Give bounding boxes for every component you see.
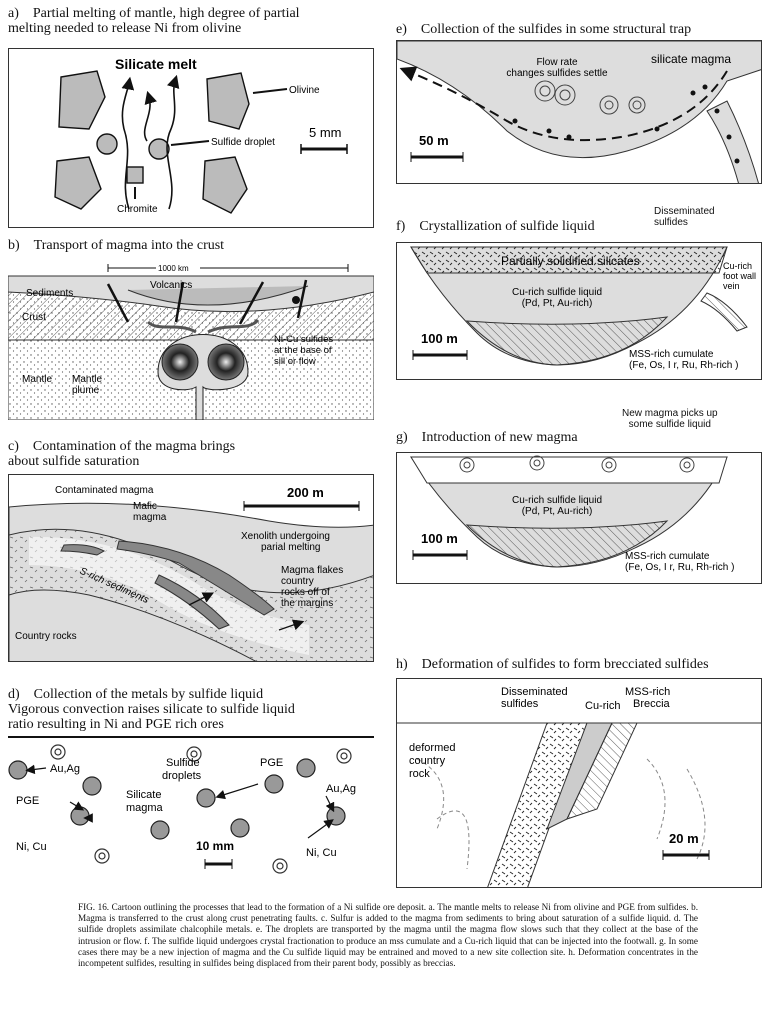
sulfide-droplet bbox=[230, 818, 250, 838]
panel-b-title: b) Transport of magma into the crust bbox=[8, 238, 225, 253]
panel-a-title: a) Partial melting of mantle, high degre… bbox=[8, 6, 300, 36]
olivine-crystal bbox=[54, 156, 102, 210]
sulfide-droplet bbox=[148, 138, 170, 160]
label-volcanics: Volcanics bbox=[150, 280, 192, 291]
label-sediments: Sediments bbox=[26, 288, 73, 299]
panel-c-title: c) Contamination of the magma brings abo… bbox=[8, 439, 236, 469]
panel-d-title: d) Collection of the metals by sulfide l… bbox=[8, 687, 295, 732]
label-scale-g: 100 m bbox=[421, 531, 458, 546]
panel-a-diagram: Silicate melt Olivine Sulfide droplet Ch… bbox=[54, 56, 348, 215]
label-scale-e: 50 m bbox=[419, 133, 449, 148]
label-partial-silicates: Partially solidified silicates bbox=[501, 254, 640, 268]
label-disseminated-f: Disseminated sulfides bbox=[654, 206, 715, 228]
label-silicate-melt: Silicate melt bbox=[115, 56, 197, 72]
panel-g-title: g) Introduction of new magma bbox=[396, 430, 578, 445]
label-ni-cu-2: Ni, Cu bbox=[306, 847, 337, 859]
label-scale-d: 10 mm bbox=[196, 839, 234, 853]
label-pge-1: PGE bbox=[260, 757, 283, 769]
label-country-rocks: Country rocks bbox=[15, 631, 77, 642]
panel-g-diagram: Cu-rich sulfide liquid(Pd, Pt, Au-rich) … bbox=[410, 455, 734, 573]
chromite-grain bbox=[126, 166, 144, 184]
label-scale-c: 200 m bbox=[287, 485, 324, 500]
label-cu-rich-g: Cu-rich sulfide liquid(Pd, Pt, Au-rich) bbox=[512, 495, 602, 517]
xenolith bbox=[116, 540, 275, 616]
sulfide-droplet bbox=[196, 788, 216, 808]
panel-e-title: e) Collection of the sulfides in some st… bbox=[396, 22, 692, 37]
olivine-crystal bbox=[58, 70, 106, 130]
label-scale-f: 100 m bbox=[421, 331, 458, 346]
label-crust: Crust bbox=[22, 312, 46, 323]
sulfide-droplet bbox=[82, 776, 102, 796]
sulfide-droplet bbox=[150, 820, 170, 840]
label-pge-2: PGE bbox=[16, 795, 39, 807]
label-scale-h: 20 m bbox=[669, 831, 699, 846]
olivine-crystal bbox=[206, 72, 250, 130]
label-mss-f: MSS-rich cumulate(Fe, Os, I r, Ru, Rh-ri… bbox=[629, 349, 738, 371]
panel-g: Cu-rich sulfide liquid(Pd, Pt, Au-rich) … bbox=[396, 452, 762, 584]
label-ni-cu-1: Ni, Cu bbox=[16, 841, 47, 853]
label-mantle: Mantle bbox=[22, 374, 52, 385]
panel-f: Partially solidified silicates Cu-rich s… bbox=[396, 242, 762, 380]
melt-flow-line bbox=[121, 76, 135, 210]
label-au-ag-2: Au,Ag bbox=[326, 783, 356, 795]
label-1000km: 1000 km bbox=[158, 264, 189, 273]
label-cu-rich-f: Cu-rich sulfide liquid(Pd, Pt, Au-rich) bbox=[512, 287, 602, 309]
panel-f-diagram: Partially solidified silicates Cu-rich s… bbox=[410, 246, 756, 371]
melt-flow-line bbox=[166, 74, 180, 210]
label-au-ag-1: Au,Ag bbox=[50, 763, 80, 775]
mantle-plume-head bbox=[161, 343, 199, 381]
label-olivine: Olivine bbox=[289, 85, 320, 96]
panel-f-title: f) Crystallization of sulfide liquid bbox=[396, 219, 595, 234]
figure-caption: FIG. 16. Cartoon outlining the processes… bbox=[78, 902, 698, 969]
label-sulfide-droplet: Sulfide droplet bbox=[211, 137, 275, 148]
label-chromite: Chromite bbox=[117, 204, 158, 215]
panel-a: Silicate melt Olivine Sulfide droplet Ch… bbox=[8, 48, 374, 228]
panel-b: 1000 km Sediments Volcanics Crust Mantle… bbox=[8, 262, 374, 420]
label-cu-rich-h: Cu-rich bbox=[585, 700, 620, 712]
panel-b-diagram: 1000 km Sediments Volcanics Crust Mantle… bbox=[8, 262, 374, 420]
label-silicate-magma-e: silicate magma bbox=[651, 52, 731, 66]
sulfide-droplet bbox=[8, 760, 28, 780]
sulfide-droplet bbox=[96, 133, 118, 155]
sulfide-droplet bbox=[264, 774, 284, 794]
label-contaminated: Contaminated magma bbox=[55, 485, 154, 496]
label-scale-a: 5 mm bbox=[309, 125, 342, 140]
olivine-crystal bbox=[202, 156, 248, 214]
sulfide-droplet bbox=[296, 758, 316, 778]
sulfide-droplet bbox=[70, 806, 90, 826]
panel-h-title: h) Deformation of sulfides to form brecc… bbox=[396, 657, 709, 672]
label-mss-g: MSS-rich cumulate(Fe, Os, I r, Ru, Rh-ri… bbox=[625, 551, 734, 573]
mantle-plume-head bbox=[207, 343, 245, 381]
label-new-magma: New magma picks up some sulfide liquid bbox=[622, 408, 718, 430]
melt-flow-line bbox=[143, 90, 157, 142]
